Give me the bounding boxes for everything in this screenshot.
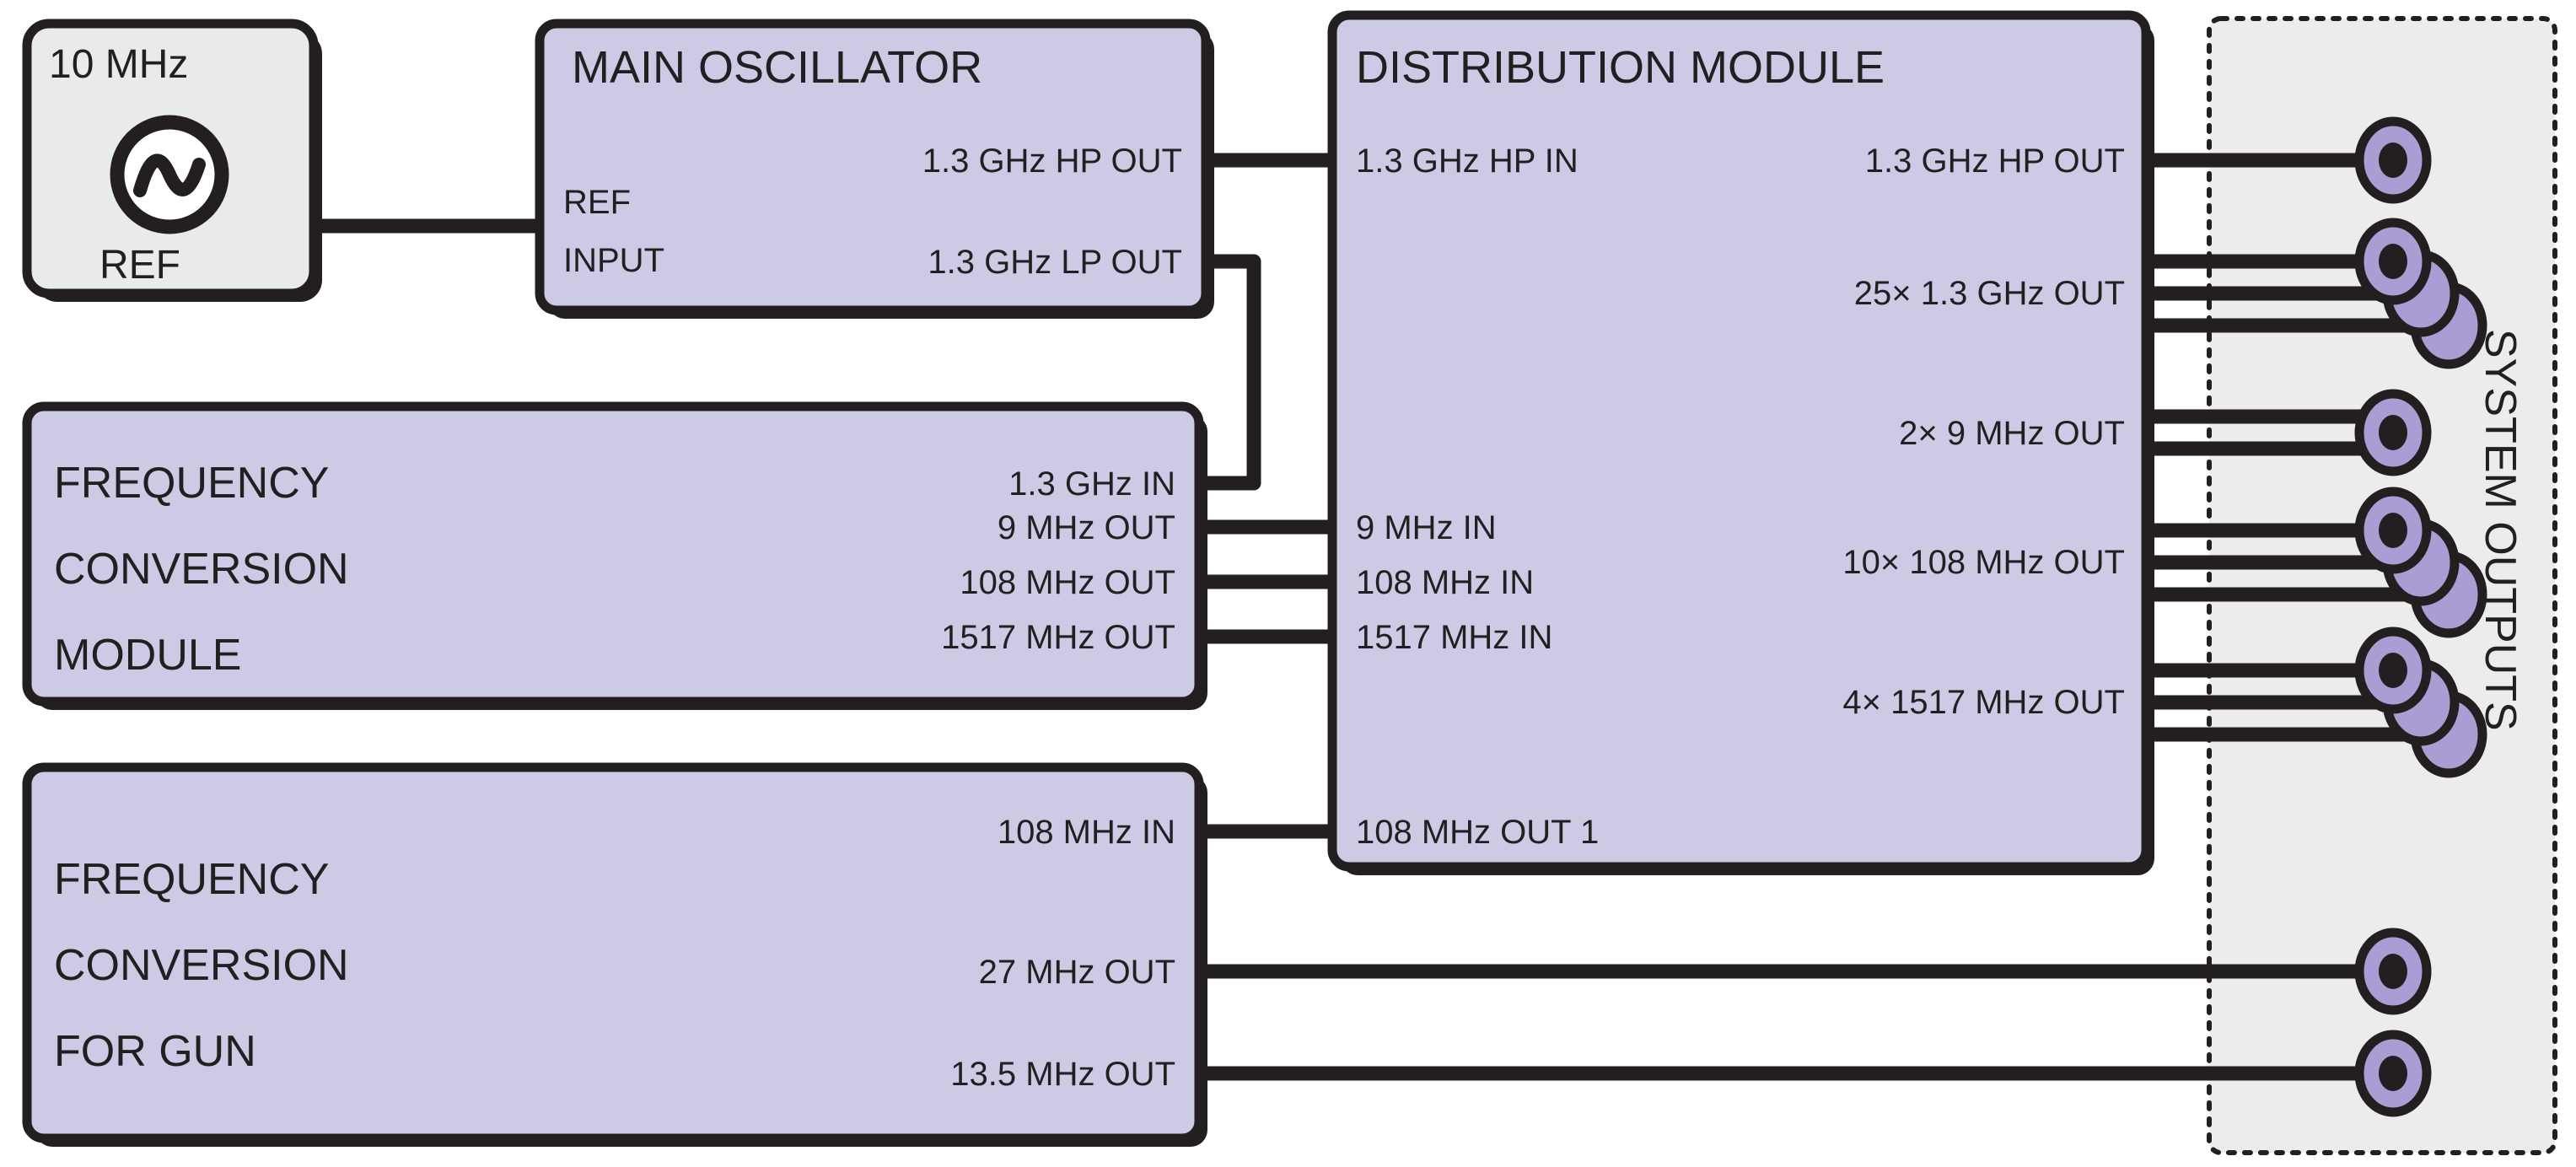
connector-10x-108mhz[interactable] <box>2354 487 2487 638</box>
gun-port-108mhz-in: 108 MHz IN <box>998 814 1175 851</box>
wire-lp-out-to-fcm-in <box>1207 254 1261 491</box>
frequency-conversion-module-block: FREQUENCY CONVERSION MODULE 1.3 GHz IN 9… <box>22 401 1207 710</box>
dist-in-108mhz: 108 MHz IN <box>1356 564 1534 601</box>
sine-wave-oscillator-icon <box>110 115 229 234</box>
dist-out-1-3ghz-hp: 1.3 GHz HP OUT <box>1865 143 2125 180</box>
main-oscillator-title: MAIN OSCILLATOR <box>572 42 982 93</box>
main-oscillator-block: MAIN OSCILLATOR REF INPUT 1.3 GHz HP OUT… <box>535 19 1214 319</box>
gun-box <box>22 762 1204 1143</box>
frequency-conversion-for-gun-block: FREQUENCY CONVERSION FOR GUN 108 MHz IN … <box>22 762 1207 1147</box>
distribution-module-block: DISTRIBUTION MODULE 1.3 GHz HP IN 9 MHz … <box>1327 10 2154 875</box>
gun-title-line1: FREQUENCY <box>54 855 329 904</box>
wire-layer <box>320 153 2425 1081</box>
dist-out-25x-1-3ghz: 25× 1.3 GHz OUT <box>1854 275 2125 312</box>
system-outputs-label: SYSTEM OUTPUTS <box>2476 329 2525 731</box>
dist-out-108mhz-out1: 108 MHz OUT 1 <box>1356 814 1599 851</box>
ref-label: REF <box>99 243 180 288</box>
distribution-module-title: DISTRIBUTION MODULE <box>1356 42 1885 93</box>
main-oscillator-box <box>535 19 1211 315</box>
gun-port-13-5mhz-out: 13.5 MHz OUT <box>950 1056 1175 1093</box>
dist-out-10x-108mhz: 10× 108 MHz OUT <box>1842 544 2125 581</box>
connector-25x-1-3ghz[interactable] <box>2354 218 2487 369</box>
main-oscillator-hp-out-label: 1.3 GHz HP OUT <box>922 143 1182 180</box>
gun-title-line2: CONVERSION <box>54 941 349 990</box>
ten-mhz-ref-block: 10 MHz REF <box>22 19 322 302</box>
fcm-box <box>22 401 1204 707</box>
fcm-port-9mhz-out: 9 MHz OUT <box>998 509 1175 546</box>
gun-port-27mhz-out: 27 MHz OUT <box>979 954 1175 991</box>
fcm-port-1517mhz-out: 1517 MHz OUT <box>941 619 1175 656</box>
connector-2x-9mhz[interactable] <box>2354 389 2432 476</box>
fcm-port-108mhz-out: 108 MHz OUT <box>960 564 1175 601</box>
connector-27mhz[interactable] <box>2354 928 2432 1015</box>
connector-4x-1517mhz[interactable] <box>2354 627 2487 778</box>
main-oscillator-ref-input-line1: REF <box>563 184 631 221</box>
dist-in-1-3ghz-hp: 1.3 GHz HP IN <box>1356 143 1578 180</box>
fcm-port-1-3ghz-in: 1.3 GHz IN <box>1008 465 1175 503</box>
ten-mhz-label: 10 MHz <box>49 42 188 87</box>
connector-13-5mhz[interactable] <box>2354 1030 2432 1117</box>
fcm-title-line3: MODULE <box>54 631 241 680</box>
main-oscillator-lp-out-label: 1.3 GHz LP OUT <box>928 244 1182 281</box>
dist-in-1517mhz: 1517 MHz IN <box>1356 619 1552 656</box>
gun-title-line3: FOR GUN <box>54 1027 256 1076</box>
dist-out-4x-1517mhz: 4× 1517 MHz OUT <box>1842 684 2125 721</box>
fcm-title-line2: CONVERSION <box>54 545 349 594</box>
dist-in-9mhz: 9 MHz IN <box>1356 509 1497 546</box>
fcm-title-line1: FREQUENCY <box>54 459 329 508</box>
main-oscillator-ref-input-line2: INPUT <box>563 242 664 279</box>
distribution-module-box <box>1327 10 2151 872</box>
connector-1-3ghz-hp[interactable] <box>2354 116 2432 204</box>
dist-out-2x-9mhz: 2× 9 MHz OUT <box>1899 415 2125 452</box>
